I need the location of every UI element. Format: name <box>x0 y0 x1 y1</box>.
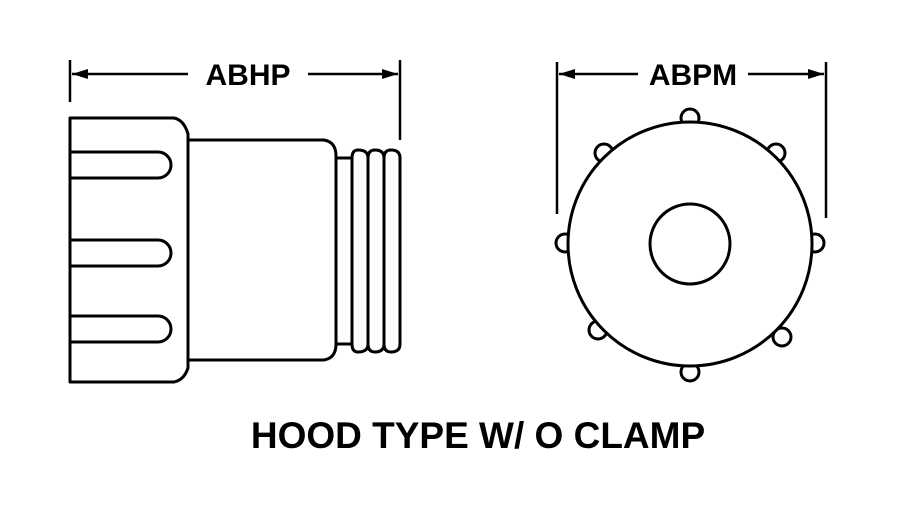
thread-ring-1 <box>350 148 370 354</box>
abhp-dimension: ABHP <box>68 59 402 140</box>
hood-inner-bore <box>648 202 732 286</box>
knurl-bump <box>771 326 793 348</box>
grip-slot-bottom <box>68 314 173 344</box>
thread-ring-3 <box>382 148 402 354</box>
grip-body <box>68 116 190 384</box>
grip-slot-middle <box>68 238 173 268</box>
barrel-step <box>334 156 354 346</box>
grip-slot-top <box>68 150 173 180</box>
hood-front-view <box>554 107 826 383</box>
drawing-caption: HOOD TYPE W/ O CLAMP <box>251 415 705 456</box>
hood-barrel <box>186 138 338 362</box>
hood-side-view <box>68 116 402 384</box>
abhp-label: ABHP <box>205 59 290 92</box>
hood-outer-circle <box>566 120 814 368</box>
abpm-dimension: ABPM <box>555 59 828 218</box>
thread-ring-2 <box>366 148 386 354</box>
abpm-label: ABPM <box>649 59 737 92</box>
